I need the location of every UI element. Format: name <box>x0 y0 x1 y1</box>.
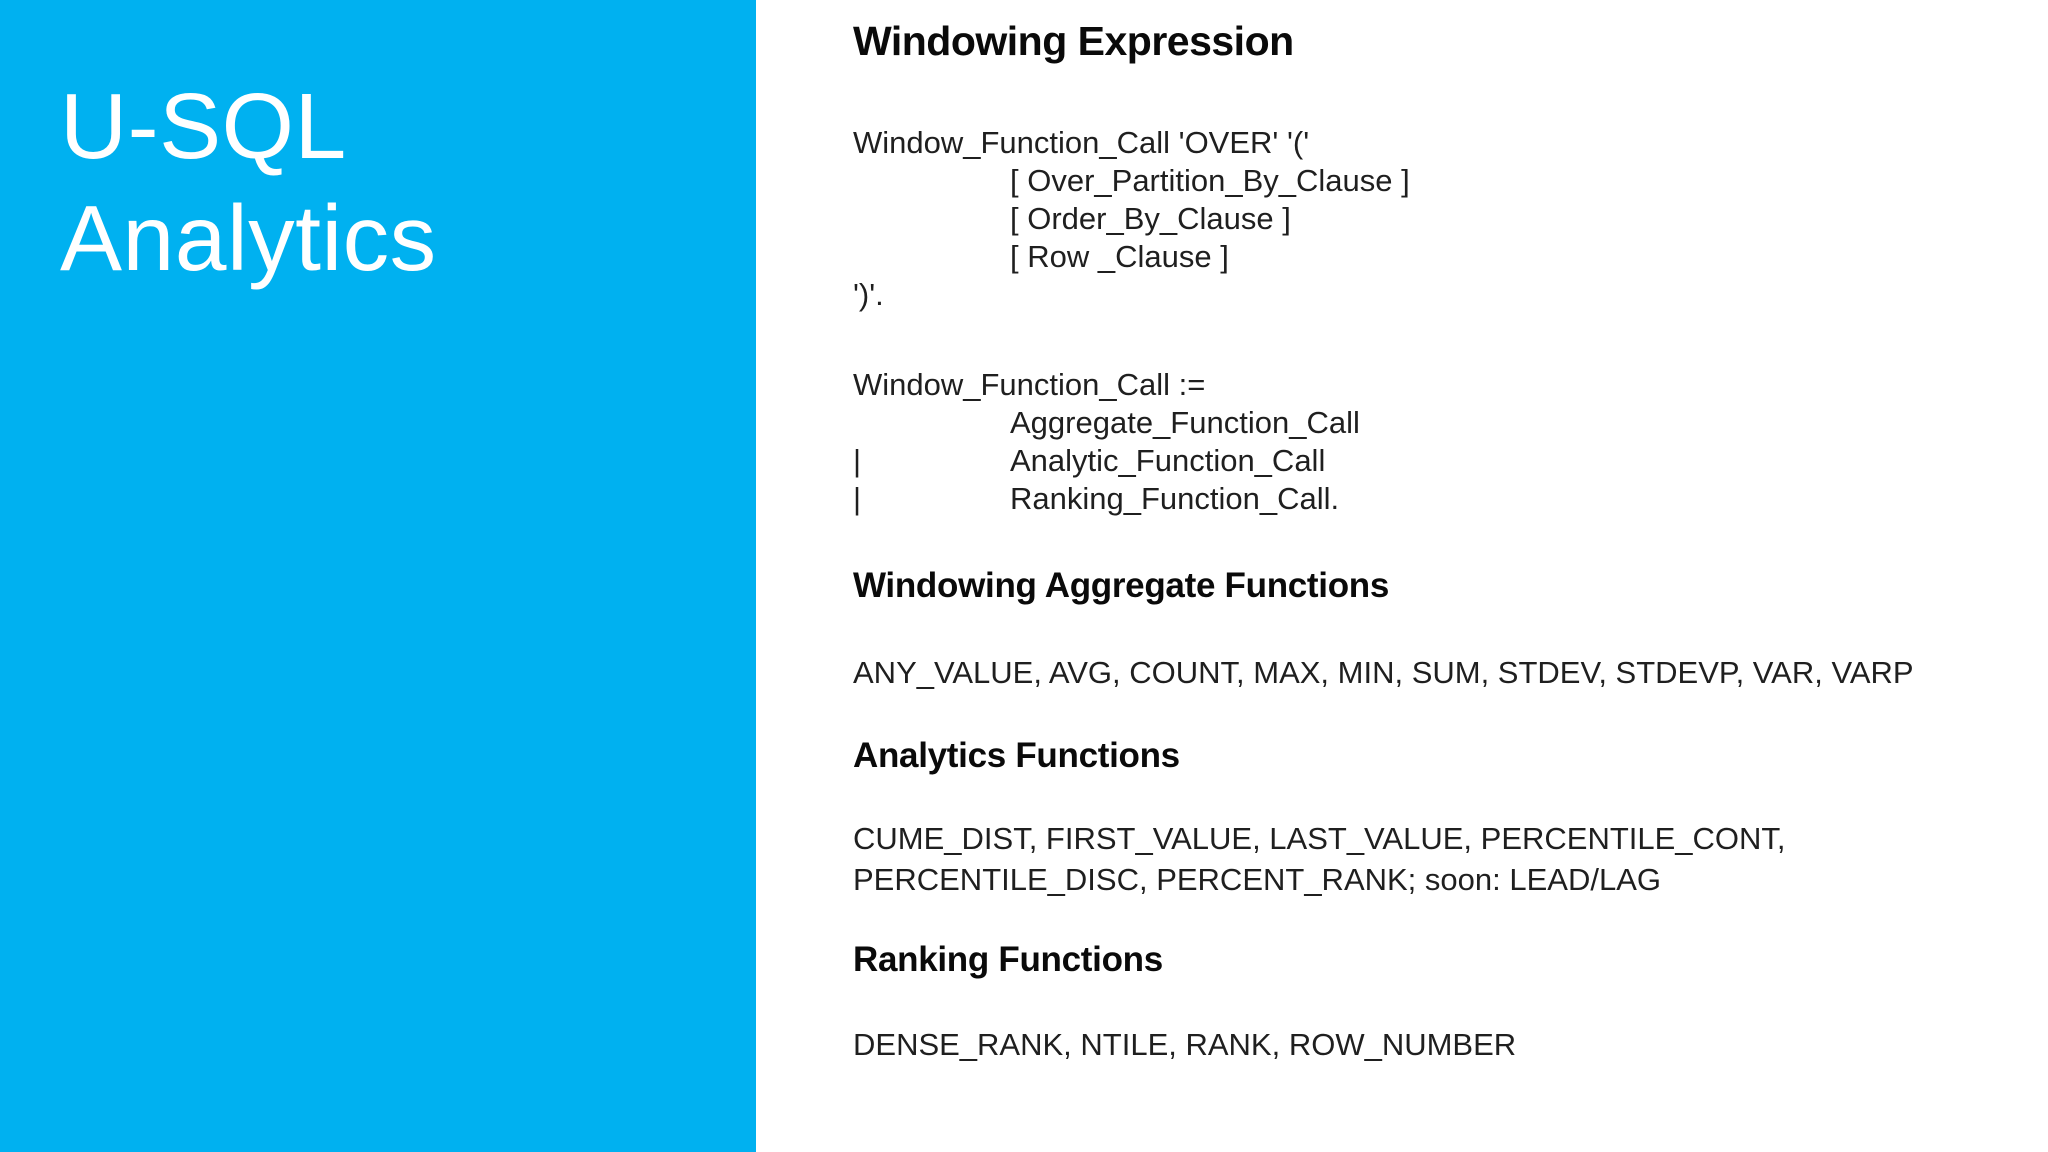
function-list-line: ANY_VALUE, AVG, COUNT, MAX, MIN, SUM, ST… <box>853 655 1914 690</box>
slide-title-line-1: U-SQL <box>60 74 347 178</box>
section-heading: Analytics Functions <box>853 736 1180 775</box>
function-list-line: CUME_DIST, FIRST_VALUE, LAST_VALUE, PERC… <box>853 821 1786 856</box>
code-text: Analytic_Function_Call <box>1010 443 1326 478</box>
code-gutter: | <box>853 443 862 478</box>
code-line: | Ranking_Function_Call. <box>853 480 1360 518</box>
function-list: DENSE_RANK, NTILE, RANK, ROW_NUMBER <box>853 1024 1516 1065</box>
code-text: Aggregate_Function_Call <box>1010 405 1360 440</box>
code-text: ')'. <box>853 277 884 312</box>
code-text: [ Row _Clause ] <box>1010 239 1229 274</box>
function-list: CUME_DIST, FIRST_VALUE, LAST_VALUE, PERC… <box>853 818 1786 900</box>
slide-title: U-SQL Analytics <box>60 70 437 294</box>
code-line: | Analytic_Function_Call <box>853 442 1360 480</box>
code-text: [ Over_Partition_By_Clause ] <box>1010 163 1410 198</box>
code-line: Window_Function_Call := <box>853 366 1360 404</box>
title-panel: U-SQL Analytics <box>0 0 756 1152</box>
code-line: [ Over_Partition_By_Clause ] <box>853 162 1410 200</box>
content-title: Windowing Expression <box>853 18 1294 64</box>
code-text: Ranking_Function_Call. <box>1010 481 1340 516</box>
code-gutter: | <box>853 481 862 516</box>
function-list-line: DENSE_RANK, NTILE, RANK, ROW_NUMBER <box>853 1027 1517 1062</box>
slide-title-line-2: Analytics <box>60 186 437 290</box>
code-text: [ Order_By_Clause ] <box>1010 201 1291 236</box>
function-list: ANY_VALUE, AVG, COUNT, MAX, MIN, SUM, ST… <box>853 652 1914 693</box>
code-text: Window_Function_Call := <box>853 367 1206 402</box>
section-heading: Ranking Functions <box>853 940 1163 979</box>
function-list-line: PERCENTILE_DISC, PERCENT_RANK; soon: LEA… <box>853 862 1661 897</box>
code-line: [ Row _Clause ] <box>853 238 1410 276</box>
code-line: Aggregate_Function_Call <box>853 404 1360 442</box>
code-line: [ Order_By_Clause ] <box>853 200 1410 238</box>
code-text: Window_Function_Call 'OVER' '(' <box>853 125 1310 160</box>
section-heading: Windowing Aggregate Functions <box>853 566 1390 605</box>
syntax-block-over-expression: Window_Function_Call 'OVER' '('[ Over_Pa… <box>853 124 1410 314</box>
code-line: ')'. <box>853 276 1410 314</box>
code-line: Window_Function_Call 'OVER' '(' <box>853 124 1410 162</box>
syntax-block-function-call: Window_Function_Call :=Aggregate_Functio… <box>853 366 1360 518</box>
